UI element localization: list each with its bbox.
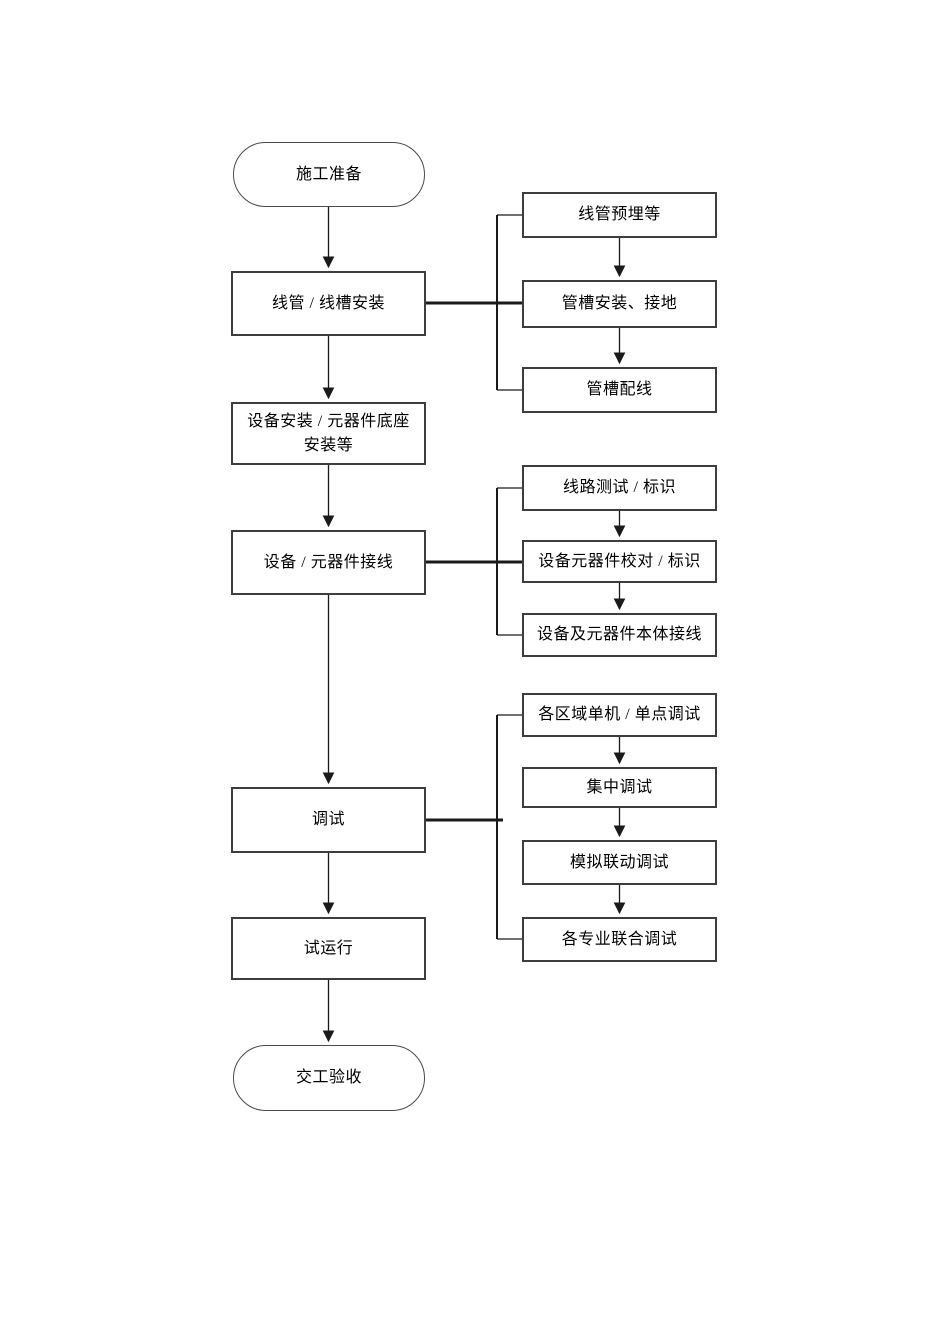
node-label: 线管 / 线槽安装 [272, 294, 385, 312]
node-label: 施工准备 [295, 165, 362, 183]
bracket-connectors [426, 214, 522, 940]
node-label: 试运行 [303, 939, 354, 957]
node-conduit-pre-embedding: 线管预埋等 [522, 192, 717, 238]
node-line-test-marking: 线路测试 / 标识 [522, 465, 717, 511]
node-construction-preparation: 施工准备 [233, 142, 425, 207]
node-label: 设备元器件校对 / 标识 [538, 552, 701, 570]
node-label: 线路测试 / 标识 [563, 479, 676, 497]
node-label: 集中调试 [586, 778, 653, 796]
node-label: 交工验收 [295, 1069, 362, 1087]
node-trunking-wiring: 管槽配线 [522, 367, 717, 413]
node-trial-run: 试运行 [231, 917, 426, 980]
node-label: 模拟联动调试 [569, 853, 669, 871]
node-commissioning: 调试 [231, 787, 426, 853]
node-label: 各专业联合调试 [561, 930, 678, 948]
node-label: 各区域单机 / 单点调试 [538, 706, 701, 724]
node-label: 设备安装 / 元器件底座 安装等 [247, 413, 410, 454]
node-zone-single-machine-point-test: 各区域单机 / 单点调试 [522, 693, 717, 737]
node-multi-discipline-joint-commissioning: 各专业联合调试 [522, 917, 717, 962]
node-trunking-install-grounding: 管槽安装、接地 [522, 280, 717, 328]
node-label: 管槽配线 [586, 381, 653, 399]
node-label: 设备 / 元器件接线 [263, 553, 394, 571]
node-component-body-wiring: 设备及元器件本体接线 [522, 613, 717, 657]
node-equipment-component-base-install: 设备安装 / 元器件底座 安装等 [231, 402, 426, 465]
node-equipment-component-wiring: 设备 / 元器件接线 [231, 530, 426, 595]
node-handover-acceptance: 交工验收 [233, 1045, 425, 1111]
node-label: 设备及元器件本体接线 [536, 626, 702, 644]
node-label: 调试 [311, 811, 345, 829]
node-conduit-trunking-install: 线管 / 线槽安装 [231, 271, 426, 336]
node-simulated-linkage-commissioning: 模拟联动调试 [522, 840, 717, 885]
node-component-check-marking: 设备元器件校对 / 标识 [522, 540, 717, 583]
node-centralized-commissioning: 集中调试 [522, 767, 717, 808]
node-label: 线管预埋等 [578, 206, 661, 224]
node-label: 管槽安装、接地 [561, 295, 678, 313]
